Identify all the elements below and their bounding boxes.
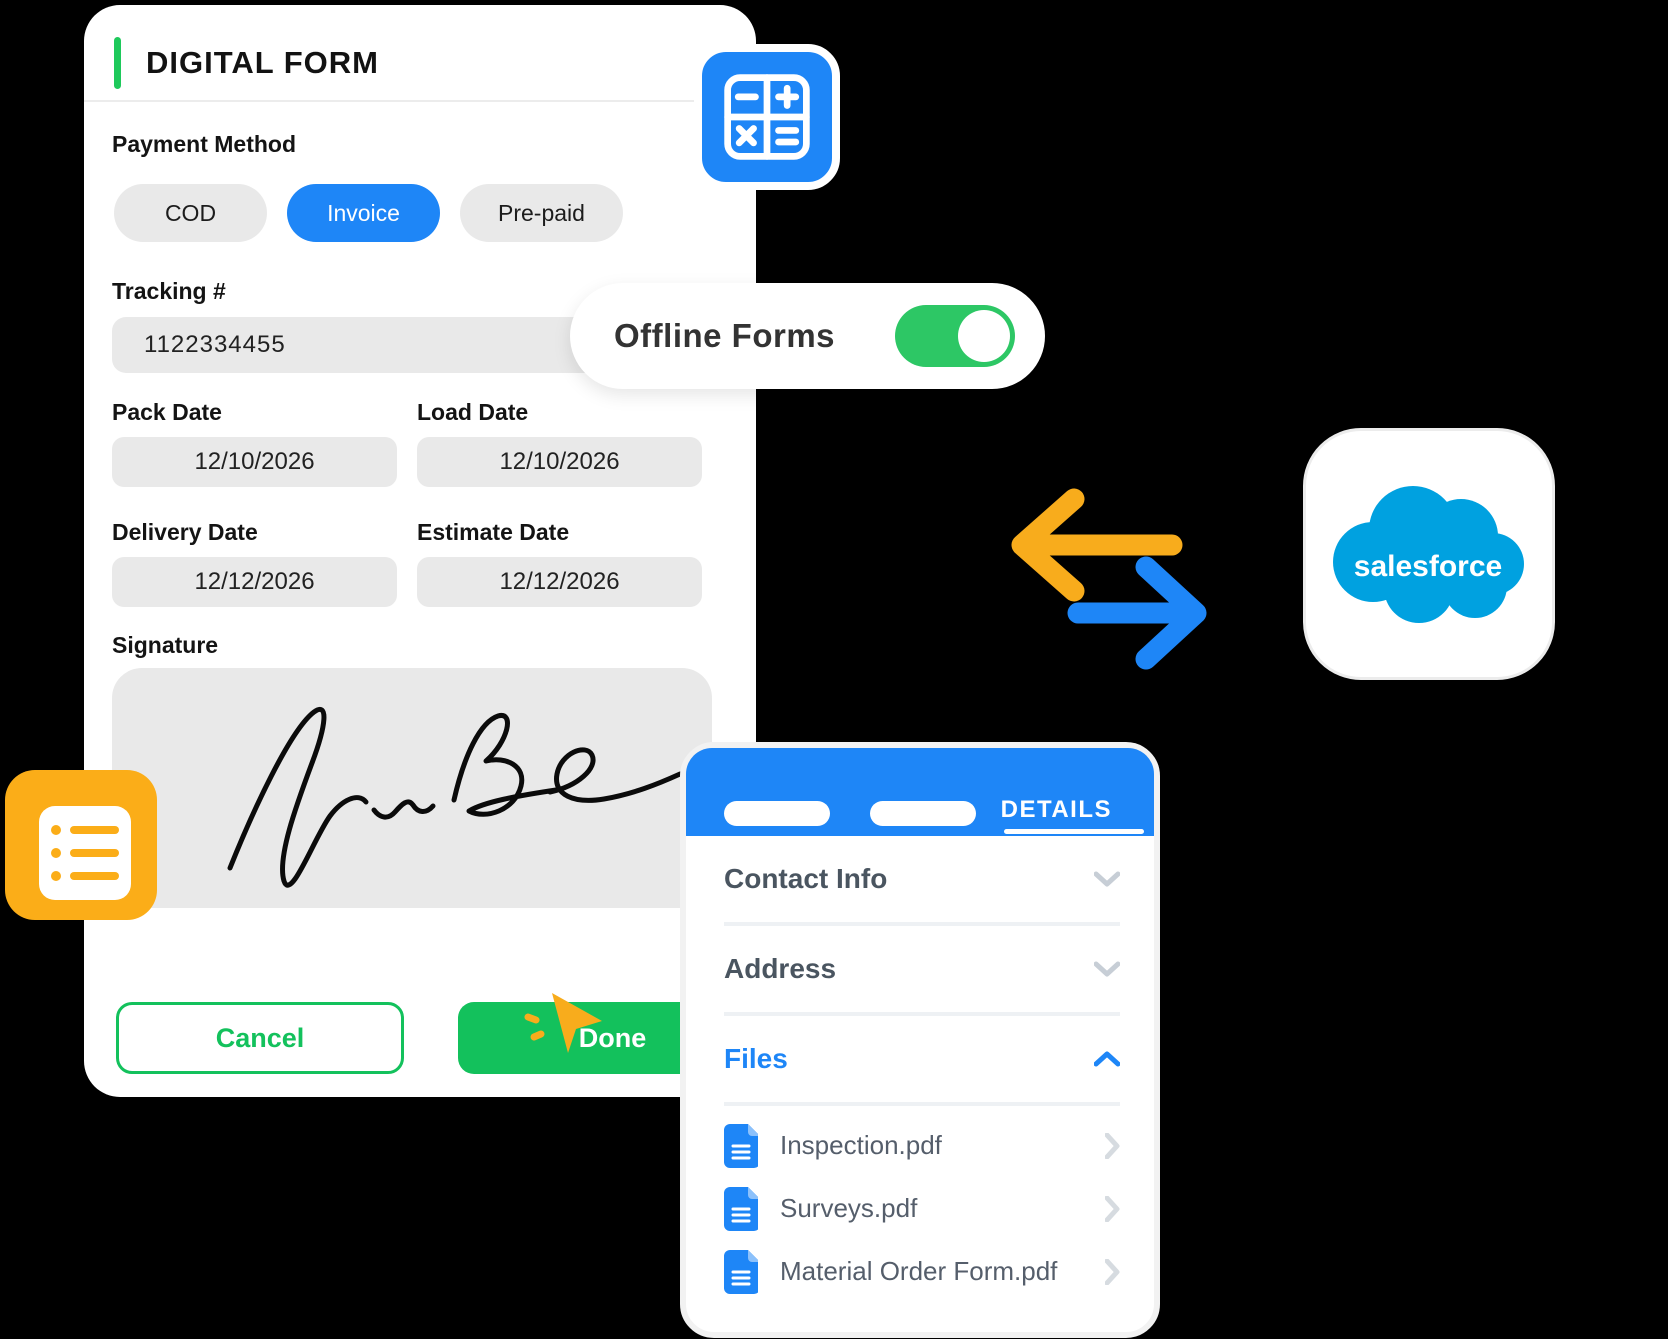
arrow-left-icon: [1011, 488, 1183, 602]
file-name: Material Order Form.pdf: [780, 1256, 1058, 1286]
payment-option-cod[interactable]: COD: [114, 184, 267, 242]
signature-label: Signature: [112, 632, 219, 658]
signature-pad[interactable]: [112, 668, 712, 908]
tab-details-underline: [1004, 829, 1144, 834]
calculator-icon: [694, 44, 840, 190]
section-label: Files: [724, 1043, 788, 1074]
file-icon: [724, 1186, 758, 1231]
signature-stroke: [227, 707, 683, 888]
checklist-paper: [39, 806, 131, 900]
form-title: DIGITAL FORM: [146, 45, 379, 80]
estimate-date-label: Estimate Date: [417, 519, 570, 545]
file-name: Inspection.pdf: [780, 1130, 942, 1160]
form-header: DIGITAL FORM: [84, 5, 756, 148]
estimate-date-input[interactable]: 12/12/2026: [417, 557, 702, 607]
load-date-input[interactable]: 12/10/2026: [417, 437, 702, 487]
file-row-inspection[interactable]: Inspection.pdf: [724, 1114, 1120, 1177]
section-address[interactable]: Address: [724, 926, 1120, 1016]
tab-placeholder-1[interactable]: [724, 801, 830, 826]
chevron-right-icon: [1105, 1258, 1120, 1285]
payment-method-options: COD Invoice Pre-paid: [114, 184, 623, 242]
payment-method-label: Payment Method: [112, 131, 297, 157]
arrow-right-icon: [1067, 556, 1207, 670]
chevron-right-icon: [1105, 1195, 1120, 1222]
section-files[interactable]: Files: [724, 1016, 1120, 1106]
chevron-down-icon: [1094, 961, 1120, 977]
tab-details-label: DETAILS: [1000, 796, 1112, 823]
salesforce-logo: salesforce: [1333, 486, 1524, 623]
details-header: DETAILS: [686, 748, 1154, 836]
calculator-glyph: [724, 74, 810, 160]
payment-option-invoice[interactable]: Invoice: [287, 184, 440, 242]
delivery-date-input[interactable]: 12/12/2026: [112, 557, 397, 607]
section-label: Address: [724, 953, 837, 984]
tracking-label: Tracking #: [112, 278, 226, 304]
offline-forms-pill: Offline Forms: [570, 283, 1045, 389]
chevron-up-icon: [1094, 1051, 1120, 1067]
checklist-icon: [5, 770, 157, 920]
file-row-material-order-form[interactable]: Material Order Form.pdf: [724, 1240, 1120, 1303]
section-label: Contact Info: [724, 863, 888, 894]
file-row-surveys[interactable]: Surveys.pdf: [724, 1177, 1120, 1240]
digital-form-card: DIGITAL FORM Payment Method COD Invoice …: [84, 5, 767, 1097]
tab-placeholder-2[interactable]: [870, 801, 976, 826]
offline-forms-toggle[interactable]: [895, 305, 1015, 367]
salesforce-card: salesforce: [1303, 428, 1555, 680]
pack-date-input[interactable]: 12/10/2026: [112, 437, 397, 487]
salesforce-wordmark: salesforce: [1354, 550, 1502, 583]
sync-arrows: [1011, 488, 1207, 670]
section-contact-info[interactable]: Contact Info: [724, 836, 1120, 926]
title-accent-bar: [114, 37, 121, 89]
load-date-label: Load Date: [417, 399, 529, 425]
toggle-knob: [958, 310, 1010, 362]
offline-forms-label: Offline Forms: [614, 317, 836, 354]
cancel-button[interactable]: Cancel: [116, 1002, 404, 1074]
file-name: Surveys.pdf: [780, 1193, 918, 1223]
chevron-down-icon: [1094, 871, 1120, 887]
details-body: Contact Info Address Files: [686, 836, 1154, 1332]
delivery-date-label: Delivery Date: [112, 519, 258, 545]
pack-date-label: Pack Date: [112, 399, 222, 425]
tab-details[interactable]: DETAILS: [1000, 796, 1144, 834]
file-icon: [724, 1249, 758, 1294]
file-icon: [724, 1123, 758, 1168]
payment-option-prepaid[interactable]: Pre-paid: [460, 184, 623, 242]
chevron-right-icon: [1105, 1132, 1120, 1159]
details-card: DETAILS Contact Info Address Files: [680, 742, 1160, 1338]
